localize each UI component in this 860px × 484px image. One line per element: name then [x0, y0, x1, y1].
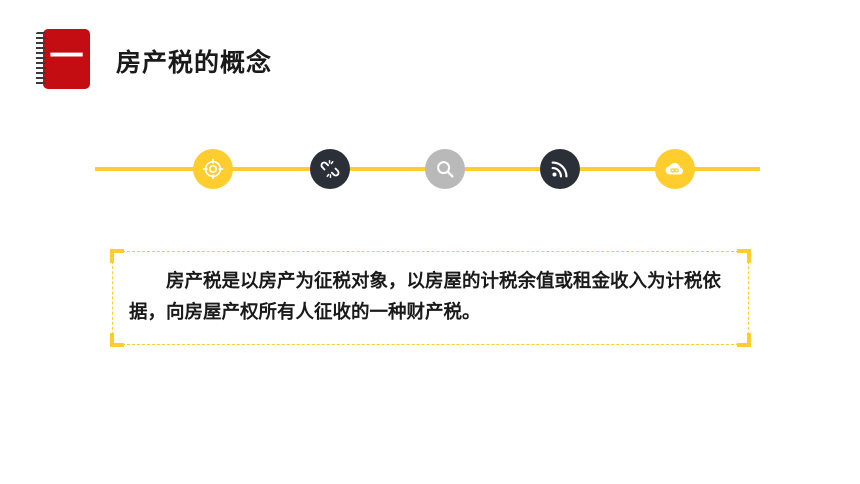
timeline-node-broken-link — [310, 149, 350, 189]
section-number: 一 — [49, 37, 84, 77]
timeline-node-rss — [540, 149, 580, 189]
timeline-node-cloud-link — [655, 149, 695, 189]
target-icon — [202, 158, 224, 180]
corner-decoration — [737, 249, 751, 263]
definition-text: 房产税是以房产为征税对象，以房屋的计税余值或租金收入为计税依据，向房屋产权所有人… — [129, 271, 722, 323]
cloud-link-icon — [665, 162, 683, 175]
timeline-node-target — [193, 149, 233, 189]
notebook-spiral — [36, 32, 46, 86]
corner-decoration — [737, 333, 751, 347]
corner-decoration — [110, 249, 124, 263]
notebook-cover — [43, 29, 90, 89]
section-badge: 一 — [36, 29, 90, 89]
broken-link-icon — [320, 160, 340, 178]
definition-box: 房产税是以房产为征税对象，以房屋的计税余值或租金收入为计税依据，向房屋产权所有人… — [110, 249, 751, 347]
timeline-node-search — [425, 149, 465, 189]
corner-decoration — [110, 333, 124, 347]
page-title: 房产税的概念 — [116, 48, 273, 77]
rss-icon — [551, 161, 568, 178]
search-icon — [437, 161, 454, 178]
